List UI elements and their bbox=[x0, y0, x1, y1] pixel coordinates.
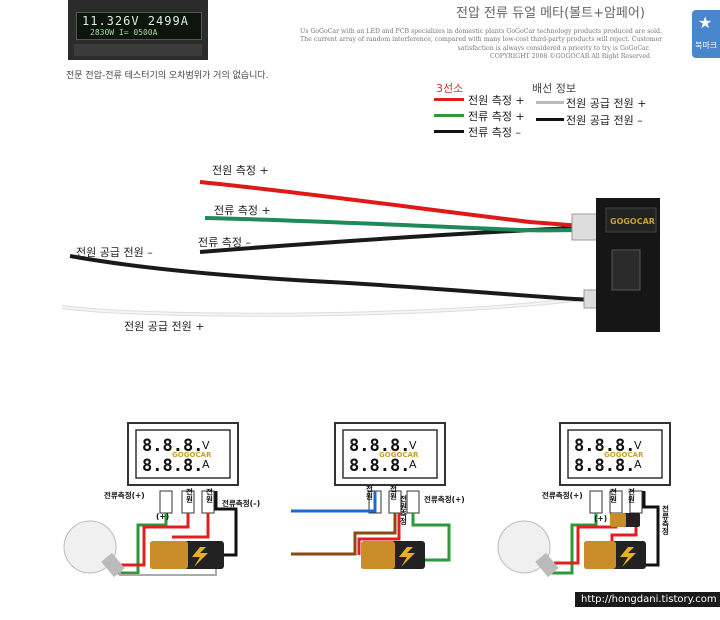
tester-readout-top: 11.326V 2499A bbox=[82, 14, 189, 28]
wire-black-supply bbox=[69, 254, 591, 302]
bookmark-button[interactable]: ★ 북마크 bbox=[692, 10, 720, 58]
label-current-plus: 전류측정(+) bbox=[424, 495, 465, 504]
wire-label-red: 전원 측정 + bbox=[212, 164, 269, 177]
wire-green bbox=[204, 216, 583, 233]
legend-three-wire-heading: 3선소 bbox=[436, 82, 464, 95]
legend-swatch-black bbox=[434, 130, 464, 133]
tester-photo: 11.326V 2499A 2830W I= 0500A bbox=[68, 0, 208, 60]
watermark-url: http://hongdani.tistory.com bbox=[575, 592, 720, 607]
wiring-diagram-2: 8.8.8. 8.8.8. V A GOGOCAR bbox=[291, 422, 451, 569]
wire-label-black: 전류 측정 – bbox=[198, 236, 251, 249]
tester-readout-bottom: 2830W I= 0500A bbox=[90, 28, 158, 37]
label-power: 전원 bbox=[365, 485, 374, 500]
label-current-plus: 전류측정(+) bbox=[104, 491, 145, 500]
bookmark-label: 북마크 bbox=[695, 41, 718, 50]
tester-buttons bbox=[74, 44, 202, 56]
display-digits-a: 8.8.8. bbox=[349, 456, 410, 476]
legend-label: 전원 측정 + bbox=[468, 94, 525, 107]
label-power-measure: 전원측정 bbox=[399, 495, 408, 525]
unit-v: V bbox=[202, 439, 210, 452]
legend-label: 전원 공급 전원 + bbox=[566, 97, 647, 110]
unit-v: V bbox=[634, 439, 642, 452]
fine-print-line: The current array of random interference… bbox=[300, 36, 663, 44]
label-power: 전원 bbox=[389, 485, 398, 500]
brand-watermark: GOGOCAR bbox=[379, 451, 419, 459]
wire-label-supply-minus: 전원 공급 전원 – bbox=[76, 246, 153, 259]
fine-print-line: satisfaction is always considered a prio… bbox=[457, 44, 650, 52]
legend-label: 전류 측정 + bbox=[468, 110, 525, 123]
legend-swatch-white bbox=[536, 101, 564, 104]
label-current-measure: 전류측정 bbox=[661, 505, 670, 535]
wiring-diagram-1: 8.8.8. 8.8.8. V A GOGOCAR bbox=[63, 422, 239, 578]
unit-v: V bbox=[409, 439, 417, 452]
label-power: 전원 bbox=[609, 488, 618, 503]
label-power: 전원 bbox=[205, 488, 214, 503]
brand-watermark: GOGOCAR bbox=[172, 451, 212, 459]
wire-label-supply-plus: 전원 공급 전원 + bbox=[124, 320, 205, 333]
wire-label-green: 전류 측정 + bbox=[214, 204, 271, 217]
module-brand: GOGOCAR bbox=[610, 217, 655, 226]
label-power: 전원 bbox=[627, 488, 636, 503]
star-icon: ★ bbox=[698, 13, 713, 32]
label-current-minus: 전류측정(–) bbox=[222, 499, 261, 508]
label-power: 전원 bbox=[185, 488, 194, 503]
legend-label: 전류 측정 – bbox=[468, 126, 521, 139]
display-digits-v: 8.8.8. bbox=[349, 436, 410, 456]
photo-caption: 전문 전압-전류 테스터기의 오차범위가 거의 없습니다. bbox=[66, 71, 269, 81]
fine-print-line: Us GoGoCar with an LED and PCB specializ… bbox=[300, 28, 662, 35]
wiring-diagram-3: 8.8.8. 8.8.8. V A GOGOCAR bbox=[497, 422, 671, 578]
label-plus: (+) bbox=[156, 512, 170, 521]
fine-print: Us GoGoCar with an LED and PCB specializ… bbox=[300, 28, 663, 62]
legend-swatch-red bbox=[434, 98, 464, 101]
legend-label: 전원 공급 전원 – bbox=[566, 114, 643, 127]
display-digits-a: 8.8.8. bbox=[142, 456, 203, 476]
brand-watermark: GOGOCAR bbox=[604, 451, 644, 459]
page-title: 전압 전류 듀얼 메타(볼트+암페어) bbox=[456, 6, 645, 21]
label-plus: (+) bbox=[594, 514, 608, 523]
tester-lcd bbox=[76, 12, 202, 40]
wire-photo: GOGOCAR bbox=[61, 180, 660, 332]
legend-swatch-green bbox=[434, 114, 464, 117]
display-digits-v: 8.8.8. bbox=[142, 436, 203, 456]
wire-red bbox=[199, 180, 583, 228]
legend-wiring-heading: 배선 정보 bbox=[532, 82, 576, 95]
display-digits-a: 8.8.8. bbox=[574, 456, 635, 476]
unit-a: A bbox=[409, 458, 417, 471]
copyright: COPYRIGHT 2008 ©GOGOCAR All Right Reserv… bbox=[489, 53, 650, 61]
label-current-plus: 전류측정(+) bbox=[542, 491, 583, 500]
display-digits-v: 8.8.8. bbox=[574, 436, 635, 456]
legend-swatch-black2 bbox=[536, 118, 564, 121]
unit-a: A bbox=[202, 458, 210, 471]
unit-a: A bbox=[634, 458, 642, 471]
